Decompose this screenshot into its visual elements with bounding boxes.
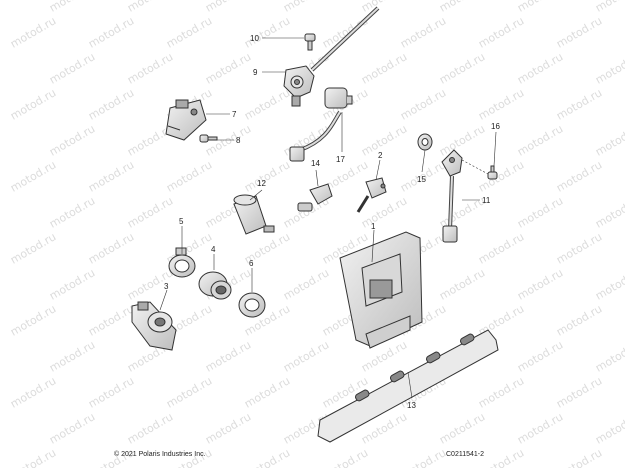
callout-17: 17 bbox=[336, 155, 345, 164]
part-bracket-13 bbox=[317, 329, 499, 443]
part-throttle-sensor-3 bbox=[131, 301, 177, 351]
callout-4: 4 bbox=[211, 245, 216, 254]
part-cable-17 bbox=[289, 6, 380, 162]
callout-16: 16 bbox=[491, 122, 500, 131]
callout-11: 11 bbox=[482, 196, 491, 205]
part-screw-8 bbox=[199, 134, 218, 143]
part-clamp-ring-5 bbox=[168, 247, 196, 278]
callout-3: 3 bbox=[164, 282, 169, 291]
callout-2: 2 bbox=[378, 151, 383, 160]
drawing-id: C0211541-2 bbox=[446, 451, 485, 458]
part-sensor-14 bbox=[297, 183, 333, 212]
copyright-text: © 2021 Polaris Industries Inc. bbox=[114, 451, 206, 458]
part-washer-15 bbox=[417, 133, 433, 151]
callout-15: 15 bbox=[417, 175, 426, 184]
part-bolt-10 bbox=[304, 33, 316, 51]
callout-14: 14 bbox=[311, 159, 320, 168]
part-grommet-4 bbox=[198, 271, 232, 300]
callout-6: 6 bbox=[249, 259, 254, 268]
callout-5: 5 bbox=[179, 217, 184, 226]
part-map-sensor-7 bbox=[165, 99, 207, 141]
part-nut-6 bbox=[238, 292, 266, 318]
part-relay-12 bbox=[233, 194, 275, 235]
part-bolt-16 bbox=[487, 165, 498, 180]
callout-7: 7 bbox=[232, 110, 237, 119]
callout-1: 1 bbox=[371, 222, 376, 231]
callout-8: 8 bbox=[236, 136, 241, 145]
callout-10: 10 bbox=[250, 34, 259, 43]
leader-lines bbox=[159, 37, 497, 399]
part-temp-sensor-2 bbox=[356, 177, 387, 213]
callout-12: 12 bbox=[257, 179, 266, 188]
part-speed-sensor-9 bbox=[283, 65, 315, 107]
part-ecu-1 bbox=[339, 231, 423, 349]
part-harness-11 bbox=[441, 149, 463, 243]
callout-labels: 1 2 3 4 5 6 7 8 9 10 11 12 13 14 15 16 1… bbox=[164, 34, 500, 410]
callout-9: 9 bbox=[253, 68, 258, 77]
callout-13: 13 bbox=[407, 401, 416, 410]
